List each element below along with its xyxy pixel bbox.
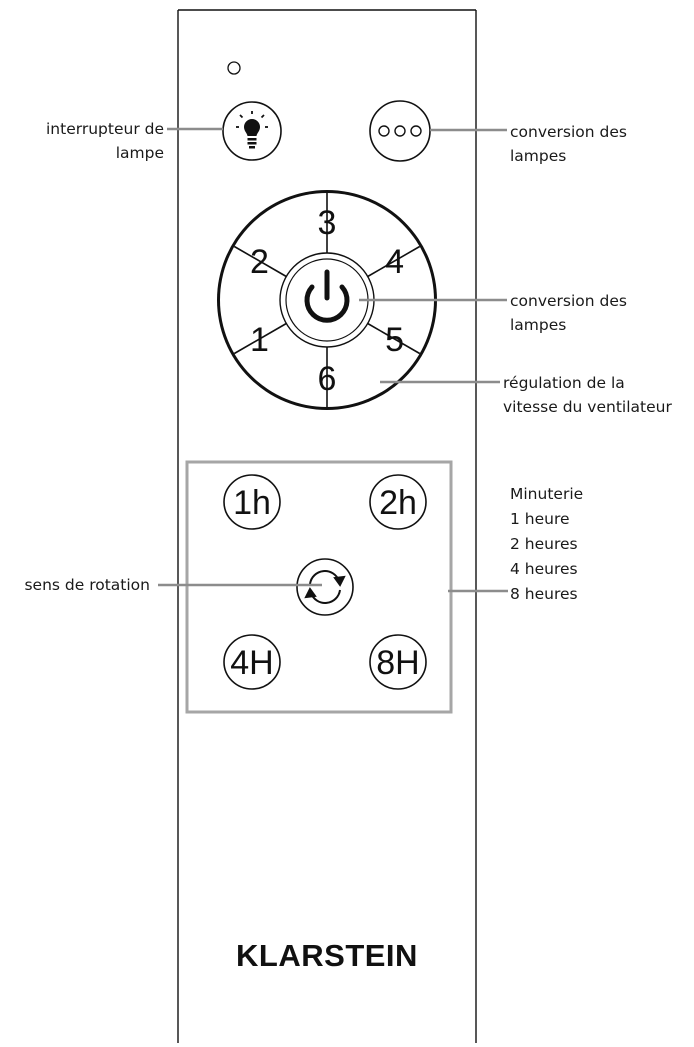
lamp-switch-button[interactable] <box>222 101 282 161</box>
lamp-switch-label-line-1: interrupteur de <box>46 120 164 138</box>
lamp-conversion-power-label-line-2: lampes <box>510 316 567 334</box>
lamp-switch-label: interrupteur de lampe <box>46 117 164 165</box>
speed-button-2[interactable]: 2 <box>250 243 269 281</box>
lamp-conversion-top-label-line-2: lampes <box>510 147 567 165</box>
timer-label-1h: 1 heure <box>510 510 570 528</box>
speed-button-3[interactable]: 3 <box>318 204 337 242</box>
timer-button-4h[interactable]: 4H <box>223 634 281 690</box>
timer-button-outline <box>369 634 427 690</box>
fan-speed-label: régulation de la vitesse du ventilateur <box>503 371 672 419</box>
rotation-icon <box>304 570 346 604</box>
speed-button-4[interactable]: 4 <box>385 243 404 281</box>
speed-wheel-divider <box>233 322 287 355</box>
rotation-button[interactable] <box>296 558 354 616</box>
fan-speed-label-line-2: vitesse du ventilateur <box>503 398 672 416</box>
speed-wheel-divider <box>233 245 287 278</box>
timer-label: Minuterie 1 heure 2 heures 4 heures 8 he… <box>510 482 583 607</box>
speed-wheel-divider <box>367 245 421 278</box>
timer-label-4h: 4 heures <box>510 560 578 578</box>
timer-button-2h[interactable]: 2h <box>369 474 427 530</box>
timer-label-title: Minuterie <box>510 485 584 503</box>
timer-label-8h: 8 heures <box>510 585 578 603</box>
rotation-label-text: sens de rotation <box>24 576 150 594</box>
timer-panel <box>185 460 453 714</box>
speed-wheel-divider <box>367 322 421 355</box>
lamp-conversion-top-label: conversion des lampes <box>510 120 627 168</box>
lamp-conversion-power-label-line-1: conversion des <box>510 292 627 310</box>
lamp-conversion-top-label-line-1: conversion des <box>510 123 627 141</box>
timer-button-label: 4H <box>230 644 273 682</box>
lamp-conversion-button[interactable] <box>369 100 431 162</box>
timer-button-label: 1h <box>233 484 271 522</box>
speed-button-5[interactable]: 5 <box>385 321 404 359</box>
lamp-switch-label-line-2: lampe <box>115 144 164 162</box>
timer-button-label: 8H <box>376 644 419 682</box>
three-dots-icon <box>378 125 422 137</box>
speed-button-6[interactable]: 6 <box>318 360 337 398</box>
timer-button-outline <box>223 634 281 690</box>
lightbulb-icon <box>236 111 268 149</box>
brand-logo: KLARSTEIN <box>236 938 418 973</box>
timer-button-8h[interactable]: 8H <box>369 634 427 690</box>
timer-button-outline <box>223 474 281 530</box>
timer-button-label: 2h <box>379 484 417 522</box>
rotation-label: sens de rotation <box>24 573 150 597</box>
indicator-led <box>227 61 241 75</box>
timer-button-1h[interactable]: 1h <box>223 474 281 530</box>
speed-button-1[interactable]: 1 <box>250 321 269 359</box>
timer-button-outline <box>369 474 427 530</box>
fan-speed-label-line-1: régulation de la <box>503 374 625 392</box>
power-button[interactable] <box>279 252 375 348</box>
lamp-conversion-power-label: conversion des lampes <box>510 289 627 337</box>
remote-body <box>177 9 477 1043</box>
power-icon <box>304 269 350 323</box>
timer-label-2h: 2 heures <box>510 535 578 553</box>
leader-lines <box>158 127 508 593</box>
